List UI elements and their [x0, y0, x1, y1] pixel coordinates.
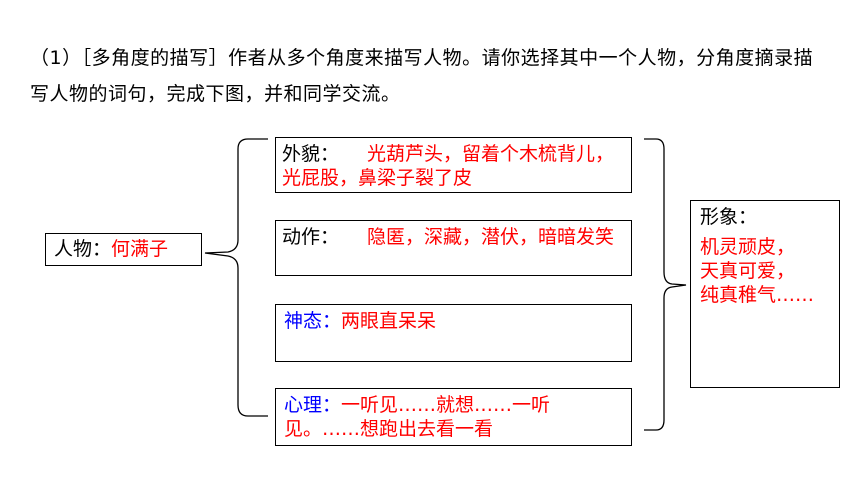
image-line-3: 纯真稚气…… — [700, 284, 815, 306]
mind-box: 心理：一听见……就想……一听见。……想跑出去看一看 — [275, 388, 632, 446]
action-label: 动作： — [282, 226, 340, 248]
action-value: 隐匿，深藏，潜伏，暗暗发笑 — [367, 226, 615, 248]
right-brace — [644, 138, 687, 431]
image-label: 形象： — [700, 206, 758, 228]
person-box: 人物：何满子 — [45, 233, 202, 266]
question-text: （1）［多角度的描写］作者从多个角度来描写人物。请你选择其中一个人物，分角度摘录… — [30, 47, 814, 105]
image-line-2: 天真可爱， — [700, 260, 796, 282]
action-box: 动作： 隐匿，深藏，潜伏，暗暗发笑 — [275, 220, 632, 276]
expression-value: 两眼直呆呆 — [341, 310, 437, 332]
person-label: 人物： — [54, 238, 112, 260]
expression-box: 神态：两眼直呆呆 — [275, 304, 632, 362]
appearance-box: 外貌：光葫芦头，留着个木梳背儿，光屁股，鼻梁子裂了皮 — [275, 137, 632, 193]
image-line-1: 机灵顽皮， — [700, 236, 796, 258]
mind-value: 一听见……就想……一听见。……想跑出去看一看 — [284, 394, 551, 440]
mind-label: 心理： — [284, 394, 342, 416]
appearance-value: 光葫芦头，留着个木梳背儿，光屁股，鼻梁子裂了皮 — [282, 143, 615, 189]
left-brace — [204, 138, 268, 417]
appearance-label: 外貌： — [282, 143, 340, 165]
image-box: 形象： 机灵顽皮， 天真可爱， 纯真稚气…… — [690, 200, 840, 388]
expression-label: 神态： — [284, 310, 342, 332]
person-value: 何满子 — [111, 238, 169, 260]
